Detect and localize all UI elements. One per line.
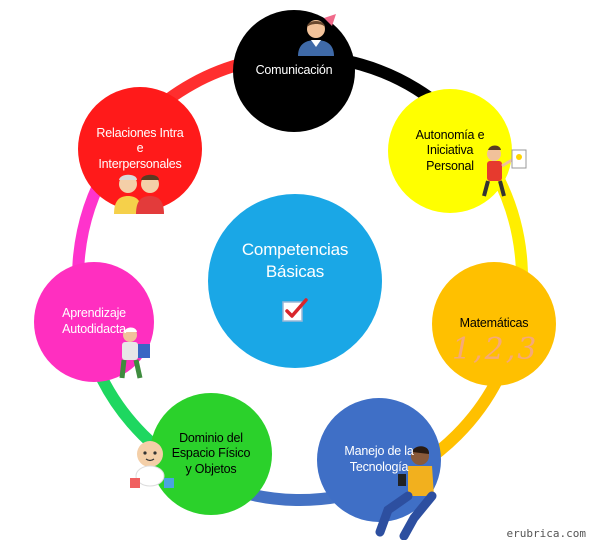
baby-blocks-icon	[130, 441, 174, 488]
node-label-line: Relaciones Intra	[96, 125, 184, 140]
person-phone-icon	[375, 446, 437, 540]
node-label-line: Matemáticas	[459, 316, 529, 331]
two-people-icon	[114, 174, 164, 214]
node-label-line: Dominio del	[179, 430, 243, 445]
node-label-line: e	[136, 141, 144, 156]
lightbulb-person-icon	[482, 145, 527, 197]
node-label-line: Tecnología	[349, 460, 409, 474]
node-label-line: Espacio Físico	[171, 446, 251, 461]
watermark: erubrica.com	[506, 527, 586, 540]
node-label-line: Comunicación	[255, 63, 333, 78]
node-matematicas: Matemáticas	[432, 262, 556, 386]
numbers-icon: 1,2,3	[452, 332, 539, 367]
center-title-line2: Básicas	[265, 262, 325, 281]
center-title-line1: Competencias	[241, 239, 349, 259]
node-matematicas-label: Matemáticas	[460, 316, 529, 332]
node-label-line: Manejo de la	[344, 444, 414, 459]
node-comunicacion: Comunicación	[233, 10, 355, 132]
node-comunicacion-label: Comunicación	[256, 63, 333, 79]
node-label-line: Iniciativa	[426, 143, 474, 158]
node-label-line: Interpersonales	[98, 156, 182, 171]
node-label-line: Personal	[426, 158, 474, 173]
node-label-line: Autonomía e	[415, 127, 485, 142]
node-label-line: y Objetos	[185, 461, 237, 476]
person-reading-icon	[119, 327, 150, 379]
checkbox-check-icon	[282, 298, 308, 322]
node-label-line: Autodidacta	[62, 322, 126, 336]
center-node: Competencias Básicas	[208, 194, 382, 368]
node-label-line: Aprendizaje	[62, 306, 126, 321]
person-avatar-icon	[298, 14, 336, 56]
